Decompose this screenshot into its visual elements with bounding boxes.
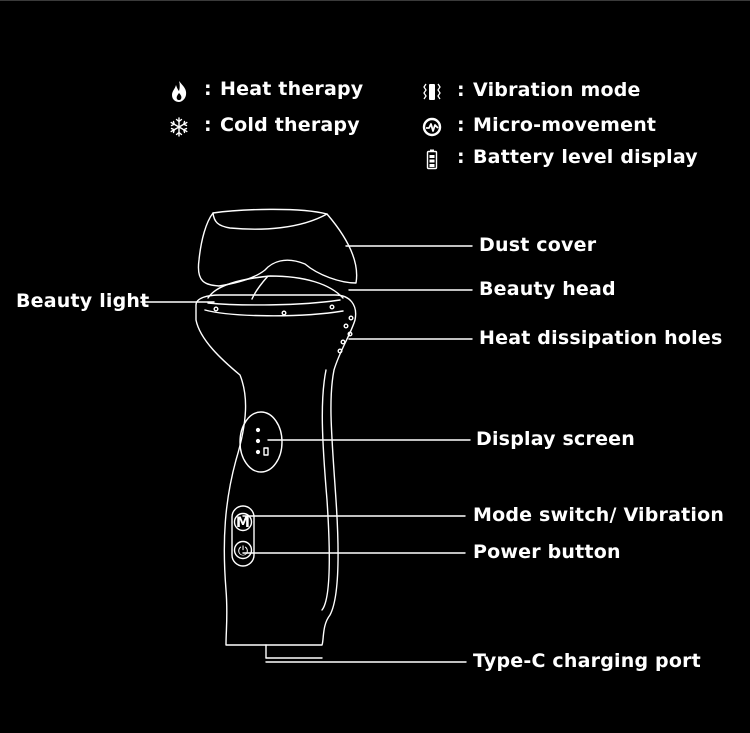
mode-button-glyph: M	[236, 515, 250, 531]
callout-heat-dissipation-holes: Heat dissipation holes	[479, 327, 723, 349]
callout-power-button: Power button	[473, 541, 621, 563]
legend-separator: :	[457, 114, 465, 136]
callout-dust-cover: Dust cover	[479, 234, 597, 256]
callout-beauty-head: Beauty head	[479, 278, 616, 300]
legend-label: Battery level display	[473, 146, 698, 168]
legend-cold-therapy: : Cold therapy	[168, 114, 378, 140]
battery-icon	[426, 149, 438, 170]
legend-separator: :	[204, 114, 212, 136]
legend-label: Vibration mode	[473, 79, 641, 101]
legend-vibration-mode: : Vibration mode	[421, 79, 681, 105]
dust-cover	[197, 208, 358, 287]
callout-mode-switch: Mode switch/ Vibration	[473, 504, 725, 526]
leader-lines	[140, 245, 473, 663]
legend-separator: :	[457, 146, 465, 168]
heat-dissipation-holes	[337, 315, 354, 354]
legend-heat-therapy: : Heat therapy	[168, 78, 378, 104]
legend-label: Cold therapy	[220, 114, 360, 136]
button-panel	[231, 505, 255, 567]
power-button-glyph: ⏻	[238, 544, 248, 559]
type-c-port	[265, 644, 323, 659]
legend-battery-level: : Battery level display	[421, 146, 701, 172]
vibration-icon	[423, 83, 441, 100]
callout-beauty-light: Beauty light	[16, 290, 150, 312]
display-screen	[239, 411, 283, 473]
callout-display-screen: Display screen	[476, 428, 635, 450]
legend-label: Micro-movement	[473, 114, 657, 136]
top-divider	[0, 0, 750, 1]
flame-icon	[172, 81, 187, 102]
micro-movement-icon	[422, 117, 442, 137]
snowflake-icon	[170, 117, 188, 137]
legend-micro-movement: : Micro-movement	[421, 114, 681, 140]
legend-label: Heat therapy	[220, 78, 364, 100]
legend-separator: :	[204, 78, 212, 100]
beauty-head	[207, 275, 344, 300]
legend-separator: :	[457, 79, 465, 101]
callout-type-c-port: Type-C charging port	[473, 650, 701, 672]
device-body	[195, 294, 357, 646]
beauty-light-dots	[213, 304, 335, 316]
